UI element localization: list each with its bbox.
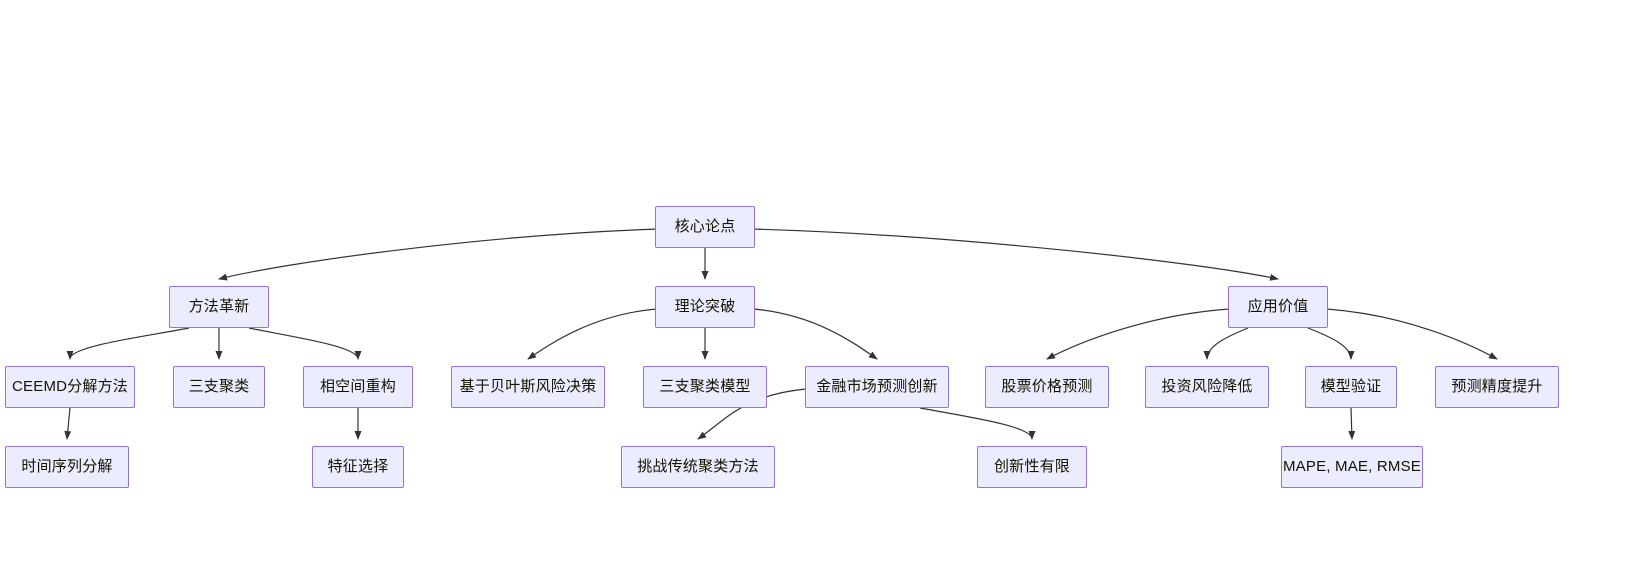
node-label: 特征选择 (327, 458, 389, 475)
node-label: 基于贝叶斯风险决策 (459, 378, 597, 395)
node-label: 相空间重构 (319, 378, 396, 395)
node-l2b[interactable]: 三支聚类 (173, 366, 265, 408)
node-label: 三支聚类 (188, 378, 250, 395)
node-l2g[interactable]: 股票价格预测 (985, 366, 1109, 408)
node-l1a[interactable]: 方法革新 (169, 286, 269, 328)
node-l2c[interactable]: 相空间重构 (303, 366, 413, 408)
node-l3e[interactable]: MAPE, MAE, RMSE (1281, 446, 1423, 488)
node-l2a[interactable]: CEEMD分解方法 (5, 366, 135, 408)
node-l2d[interactable]: 基于贝叶斯风险决策 (451, 366, 605, 408)
node-label: CEEMD分解方法 (12, 378, 128, 395)
node-l3a[interactable]: 时间序列分解 (5, 446, 129, 488)
node-label: 核心论点 (674, 218, 736, 235)
node-l3c[interactable]: 挑战传统聚类方法 (621, 446, 775, 488)
node-label: 模型验证 (1320, 378, 1382, 395)
node-label: 时间序列分解 (21, 458, 113, 475)
node-label: 理论突破 (674, 298, 736, 315)
node-l2e[interactable]: 三支聚类模型 (643, 366, 767, 408)
node-l2j[interactable]: 预测精度提升 (1435, 366, 1559, 408)
node-l2i[interactable]: 模型验证 (1305, 366, 1397, 408)
node-label: MAPE, MAE, RMSE (1282, 458, 1422, 475)
node-l3b[interactable]: 特征选择 (312, 446, 404, 488)
node-l3d[interactable]: 创新性有限 (977, 446, 1087, 488)
node-label: 创新性有限 (993, 458, 1070, 475)
node-label: 预测精度提升 (1451, 378, 1543, 395)
node-label: 三支聚类模型 (659, 378, 751, 395)
node-label: 应用价值 (1247, 298, 1309, 315)
node-l2f[interactable]: 金融市场预测创新 (805, 366, 949, 408)
node-label: 投资风险降低 (1161, 378, 1253, 395)
node-root[interactable]: 核心论点 (655, 206, 755, 248)
node-l1c[interactable]: 应用价值 (1228, 286, 1328, 328)
node-l1b[interactable]: 理论突破 (655, 286, 755, 328)
node-label: 方法革新 (188, 298, 250, 315)
node-l2h[interactable]: 投资风险降低 (1145, 366, 1269, 408)
node-label: 股票价格预测 (1001, 378, 1093, 395)
node-label: 挑战传统聚类方法 (637, 458, 759, 475)
node-label: 金融市场预测创新 (816, 378, 938, 395)
